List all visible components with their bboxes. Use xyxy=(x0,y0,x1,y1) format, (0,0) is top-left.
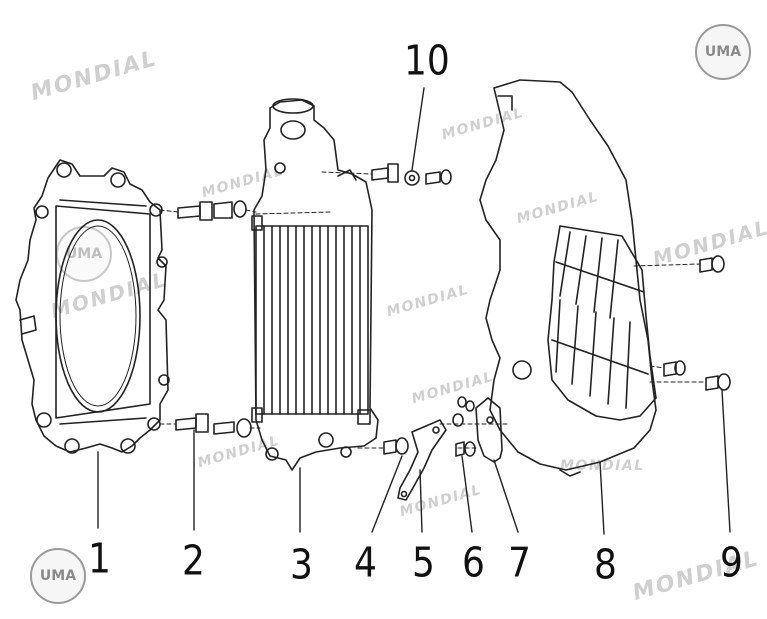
callout-7: 7 xyxy=(508,539,531,587)
watermark-text: MONDIAL xyxy=(560,458,645,474)
callout-2: 2 xyxy=(182,537,205,585)
part-7-bracket-plate xyxy=(475,397,503,463)
uma-logo: UMA xyxy=(30,548,86,604)
callout-5: 5 xyxy=(412,539,435,587)
callout-3: 3 xyxy=(290,541,313,589)
part-1-fan-shroud xyxy=(15,159,170,454)
part-10-screw-washer xyxy=(371,163,452,186)
callout-6: 6 xyxy=(462,539,485,587)
part-3-radiator xyxy=(251,98,379,471)
callout-9: 9 xyxy=(720,539,743,587)
part-8-radiator-cover xyxy=(479,79,657,477)
part-6-screws xyxy=(452,396,476,457)
leader-lines xyxy=(97,87,731,535)
uma-logo: UMA xyxy=(695,24,751,80)
part-5-bracket xyxy=(397,419,447,501)
callout-1: 1 xyxy=(88,535,111,583)
uma-logo: UMA xyxy=(56,226,112,282)
callout-4: 4 xyxy=(354,539,377,587)
assembly-lines xyxy=(159,171,707,449)
part-4-bolt xyxy=(383,437,409,455)
part-9-screws xyxy=(663,255,731,391)
callout-8: 8 xyxy=(594,541,617,589)
part-2-bolts xyxy=(175,200,252,438)
callout-10: 10 xyxy=(404,37,450,85)
